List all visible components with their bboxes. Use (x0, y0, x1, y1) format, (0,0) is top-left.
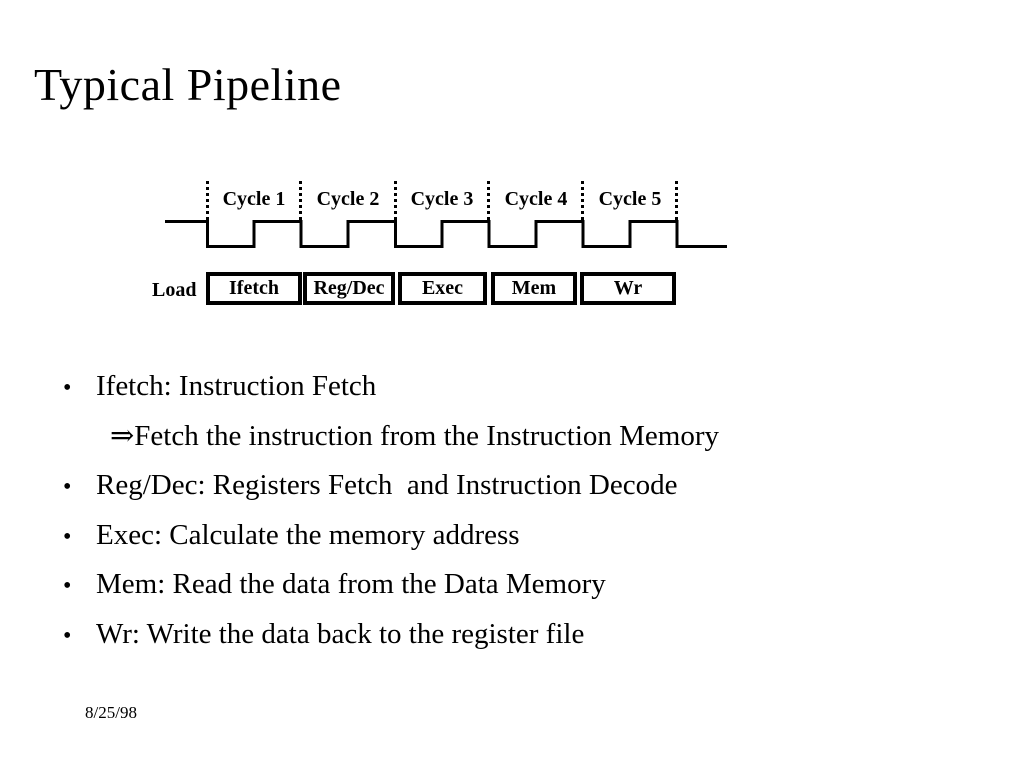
bullet-marker: • (63, 375, 72, 401)
bullet-text: Ifetch: Instruction Fetch (96, 370, 377, 402)
cycle-label-5: Cycle 5 (598, 188, 662, 210)
bullet-item: • Reg/Dec: Registers Fetch and Instructi… (63, 461, 963, 511)
load-instruction-label: Load (152, 279, 197, 301)
page-title: Typical Pipeline (34, 59, 342, 110)
footer-date: 8/25/98 (85, 703, 137, 722)
cycle-boundary-dotted-line (394, 181, 397, 220)
cycle-boundary-dotted-line (487, 181, 490, 220)
bullet-marker: • (63, 622, 72, 649)
bullet-text: ⇒Fetch the instruction from the Instruct… (110, 419, 720, 452)
cycle-label-1: Cycle 1 (222, 188, 286, 210)
pipeline-stage-exec: Exec (398, 272, 487, 305)
bullet-item: • Exec: Calculate the memory address (63, 511, 963, 561)
bullet-text: Mem: Read the data from the Data Memory (96, 568, 606, 600)
clock-waveform (165, 220, 727, 248)
bullet-text: Exec: Calculate the memory address (96, 518, 520, 551)
pipeline-stage-regdec: Reg/Dec (303, 272, 395, 305)
bullet-item: • Mem: Read the data from the Data Memor… (63, 560, 963, 610)
bullet-list: • Ifetch: Instruction Fetch ⇒Fetch the i… (63, 362, 963, 659)
bullet-sub-item: ⇒Fetch the instruction from the Instruct… (63, 412, 963, 462)
cycle-label-4: Cycle 4 (504, 188, 568, 210)
bullet-marker: • (63, 523, 72, 550)
cycle-boundary-dotted-line (581, 181, 584, 220)
pipeline-stage-wr: Wr (580, 272, 676, 305)
bullet-text: Wr: Write the data back to the register … (96, 617, 585, 650)
bullet-text: Reg/Dec: Registers Fetch and Instruction… (96, 469, 678, 501)
cycle-boundary-dotted-line (299, 181, 302, 220)
pipeline-stage-ifetch: Ifetch (206, 272, 302, 305)
bullet-marker: • (63, 474, 72, 500)
cycle-label-3: Cycle 3 (410, 188, 474, 210)
pipeline-stage-mem: Mem (491, 272, 577, 305)
bullet-item: • Wr: Write the data back to the registe… (63, 610, 963, 660)
bullet-item: • Ifetch: Instruction Fetch (63, 362, 963, 412)
cycle-label-2: Cycle 2 (316, 188, 380, 210)
cycle-boundary-dotted-line (206, 181, 209, 220)
bullet-marker: • (63, 573, 72, 599)
cycle-boundary-dotted-line (675, 181, 678, 220)
